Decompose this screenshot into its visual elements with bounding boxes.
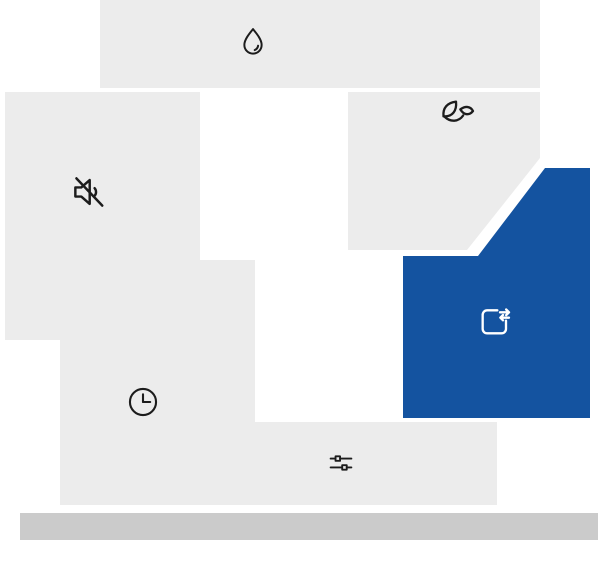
water-tile[interactable] [100,0,540,88]
volume-mute-icon [68,171,110,213]
horizontal-scrollbar[interactable] [20,513,598,540]
clock-icon [125,384,161,420]
water-drop-icon [236,25,270,59]
leaves-icon [437,95,477,135]
sliders-icon [325,447,357,479]
faucet-sync-icon [475,302,515,342]
settings-tile[interactable] [200,422,497,505]
